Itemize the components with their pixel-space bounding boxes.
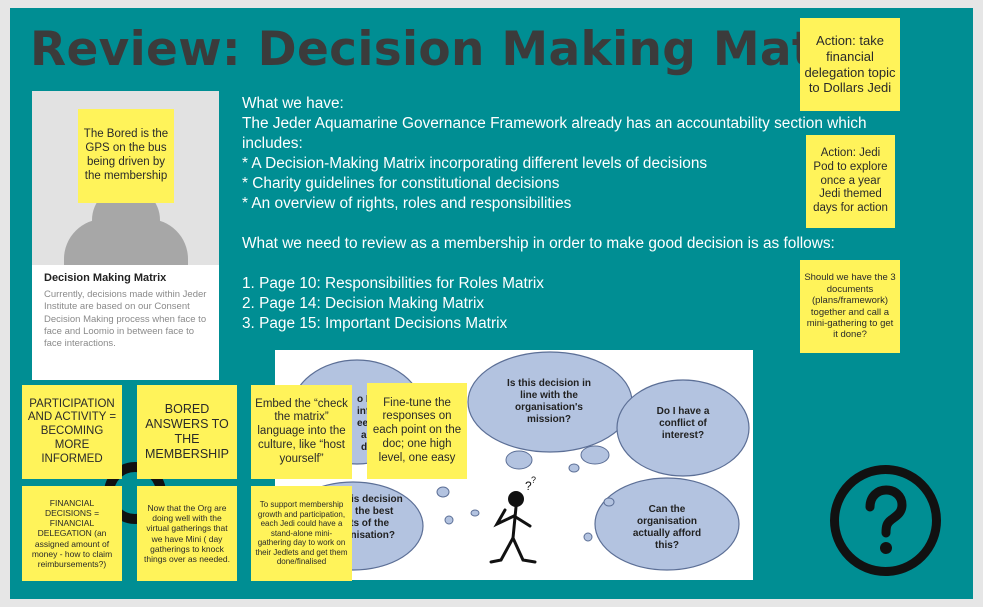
svg-text:?: ? (531, 475, 536, 485)
board-canvas: Review: Decision Making Matrix The Bored… (10, 8, 973, 599)
sticky-note-action-jedi-pod[interactable]: Action: Jedi Pod to explore once a year … (806, 135, 895, 228)
sticky-note-financial-decisions[interactable]: FINANCIAL DECISIONS = FINANCIAL DELEGATI… (22, 486, 122, 581)
sticky-note-text: Should we have the 3 documents (plans/fr… (804, 272, 896, 341)
question-afford-line2: organisation (637, 516, 697, 527)
sticky-note-text: The Bored is the GPS on the bus being dr… (83, 128, 169, 182)
card-title: Decision Making Matrix (44, 272, 167, 284)
sticky-note-membership-growth[interactable]: To support membership growth and partici… (251, 486, 352, 581)
text-line: What we need to review as a membership i… (242, 235, 835, 252)
sticky-note-text: PARTICIPATION AND ACTIVITY = BECOMING MO… (27, 397, 117, 465)
sticky-note-participation[interactable]: PARTICIPATION AND ACTIVITY = BECOMING MO… (22, 385, 122, 479)
sticky-note-bored-answers[interactable]: BORED ANSWERS TO THE MEMBERSHIP (137, 385, 237, 479)
question-afford-line3: actually afford (633, 528, 701, 539)
sticky-note-fine-tune[interactable]: Fine-tune the responses on each point on… (367, 383, 467, 479)
partial-bubble-2-c: ests of the (339, 518, 389, 529)
question-mission-line3: organisation's (515, 402, 583, 413)
text-line: 2. Page 14: Decision Making Matrix (242, 295, 485, 312)
partial-bubble-1-b: inf (357, 406, 370, 417)
sticky-note-text: Embed the “check the matrix” language in… (255, 397, 348, 465)
text-line: * An overview of rights, roles and respo… (242, 195, 572, 212)
question-conflict-line1: Do I have a (657, 406, 710, 417)
text-line: The Jeder Aquamarine Governance Framewor… (242, 115, 867, 132)
decision-matrix-card[interactable]: The Bored is the GPS on the bus being dr… (32, 91, 219, 380)
page-title: Review: Decision Making Matrix (30, 22, 886, 77)
partial-bubble-2-d: anisation? (345, 530, 395, 541)
sticky-note-text: BORED ANSWERS TO THE MEMBERSHIP (144, 402, 230, 461)
sticky-note-embed-matrix[interactable]: Embed the “check the matrix” language in… (251, 385, 352, 479)
text-line: includes: (242, 135, 303, 152)
partial-bubble-1-a: o I (357, 394, 369, 405)
sticky-note-text: Action: Jedi Pod to explore once a year … (813, 147, 888, 215)
svg-text:?: ? (525, 479, 532, 493)
text-line: * A Decision-Making Matrix incorporating… (242, 155, 708, 172)
sticky-note-text: Now that the Org are doing well with the… (143, 502, 230, 564)
question-afford-line1: Can the (649, 504, 686, 515)
partial-bubble-1-c: eed (357, 418, 374, 429)
card-placeholder-image: The Bored is the GPS on the bus being dr… (32, 91, 219, 265)
partial-bubble-2-a: is decision (351, 494, 403, 505)
question-circle-icon[interactable] (828, 463, 943, 578)
question-mission-line2: line with the (520, 390, 578, 401)
sticky-note-bored-gps[interactable]: The Bored is the GPS on the bus being dr… (78, 109, 174, 203)
question-afford-line4: this? (655, 540, 679, 551)
sticky-note-text: FINANCIAL DECISIONS = FINANCIAL DELEGATI… (31, 497, 113, 569)
text-line: What we have: (242, 95, 344, 112)
sticky-note-text: Fine-tune the responses on each point on… (372, 396, 462, 464)
question-mission-line4: mission? (527, 414, 571, 425)
decision-questions-image: ? ? Is this decision in line with the or… (275, 350, 753, 580)
main-text-block: What we have: The Jeder Aquamarine Gover… (242, 94, 962, 334)
text-line: 1. Page 10: Responsibilities for Roles M… (242, 275, 544, 292)
partial-bubble-1-d: an (361, 430, 373, 441)
sticky-note-documents-question[interactable]: Should we have the 3 documents (plans/fr… (800, 260, 900, 353)
text-line: 3. Page 15: Important Decisions Matrix (242, 315, 508, 332)
question-mission-line1: Is this decision in (507, 378, 591, 389)
question-conflict-line3: interest? (662, 430, 704, 441)
sticky-note-virtual-gatherings[interactable]: Now that the Org are doing well with the… (137, 486, 237, 581)
partial-bubble-2-b: the best (355, 506, 394, 517)
sticky-note-text: To support membership growth and partici… (255, 499, 348, 567)
question-conflict-line2: conflict of (659, 418, 707, 429)
avatar-body-shape (64, 219, 188, 265)
sticky-note-action-financial[interactable]: Action: take financial delegation topic … (800, 18, 900, 111)
sticky-note-text: Action: take financial delegation topic … (804, 33, 896, 96)
card-description: Currently, decisions made within Jeder I… (44, 289, 207, 350)
text-line: * Charity guidelines for constitutional … (242, 175, 560, 192)
